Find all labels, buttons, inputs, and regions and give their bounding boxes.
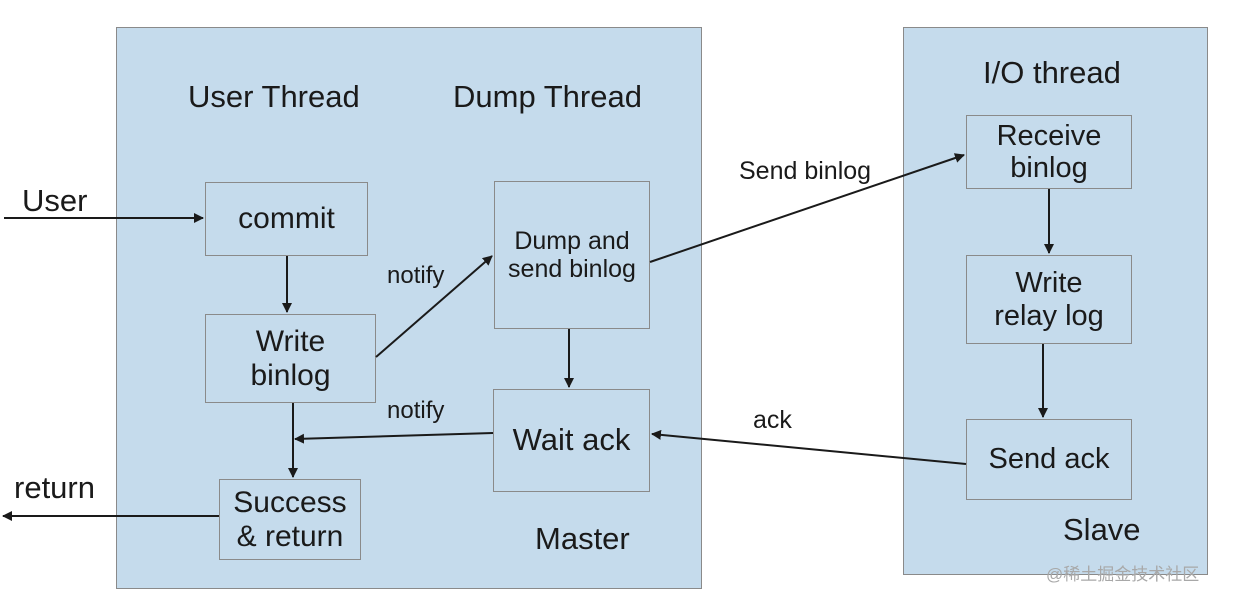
commit-box: commit xyxy=(205,182,368,256)
write-relay-log-text: Write relay log xyxy=(994,267,1104,332)
dump-send-binlog-text: Dump and send binlog xyxy=(508,227,636,283)
ack-label: ack xyxy=(753,406,792,434)
dump-thread-heading: Dump Thread xyxy=(453,79,642,114)
master-label: Master xyxy=(535,521,630,556)
wait-ack-notify-arrow xyxy=(294,432,494,444)
user-thread-heading: User Thread xyxy=(188,79,360,114)
notify-to-dump-arrow xyxy=(375,255,493,358)
wait-ack-box: Wait ack xyxy=(493,389,650,492)
notify-label-lower: notify xyxy=(387,397,445,424)
commit-text: commit xyxy=(238,202,335,236)
success-return-text: Success & return xyxy=(233,485,347,553)
send-binlog-label: Send binlog xyxy=(739,157,872,185)
send-ack-box: Send ack xyxy=(966,419,1132,500)
slave-label: Slave xyxy=(1063,512,1141,547)
write-binlog-text: Write binlog xyxy=(250,324,331,392)
wait-ack-text: Wait ack xyxy=(512,422,631,458)
ack-arrow xyxy=(651,429,967,465)
dump-send-binlog-box: Dump and send binlog xyxy=(494,181,650,329)
watermark: @稀土掘金技术社区 xyxy=(1046,565,1200,584)
receive-binlog-text: Receive binlog xyxy=(996,119,1102,184)
io-thread-heading: I/O thread xyxy=(983,55,1121,90)
write-binlog-box: Write binlog xyxy=(205,314,376,403)
user-label: User xyxy=(22,183,88,218)
send-ack-text: Send ack xyxy=(988,443,1110,476)
return-label: return xyxy=(14,470,95,505)
notify-label-upper: notify xyxy=(387,262,445,289)
success-return-box: Success & return xyxy=(219,479,361,560)
write-relay-log-box: Write relay log xyxy=(966,255,1132,344)
send-binlog-arrow xyxy=(649,153,965,263)
receive-binlog-box: Receive binlog xyxy=(966,115,1132,189)
